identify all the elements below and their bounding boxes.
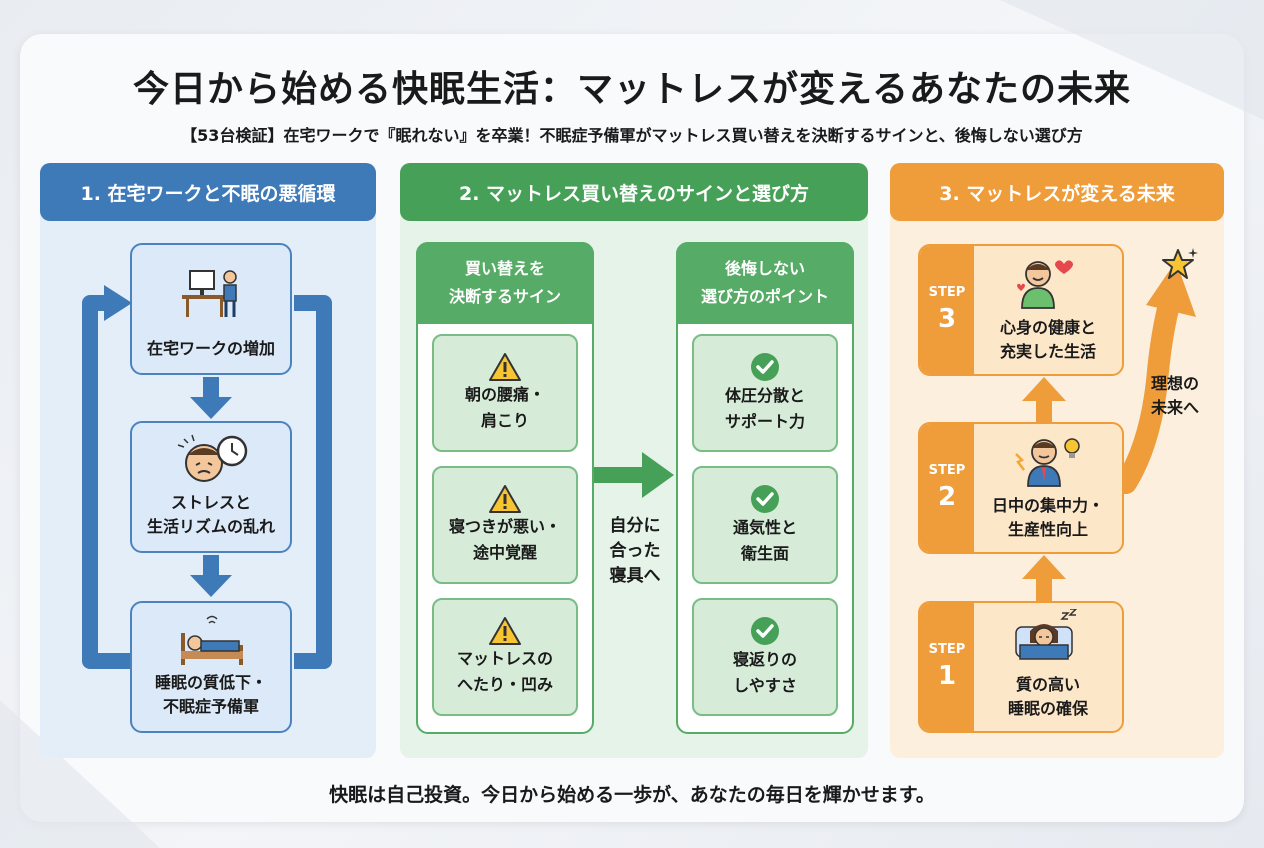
arrow-caption-line: 合った [609, 541, 661, 561]
step-label: STEP [928, 285, 966, 300]
sign-text: マットレスの [456, 649, 553, 668]
step-2-box: STEP 2 日中の集中力・ 生産性向上 [918, 422, 1124, 554]
check-icon [751, 485, 779, 513]
sleeping-woman-icon [1015, 609, 1078, 660]
step-text: 日中の集中力・ 生産性向上 [974, 494, 1122, 542]
cycle-box-remote-work: 在宅ワークの増加 [130, 243, 292, 375]
desk-worker-icon [182, 270, 237, 317]
page-subtitle: 【53台検証】在宅ワークで『眠れない』を卒業！不眠症予備軍がマットレス買い替えを… [181, 126, 1083, 145]
sign-text: 寝つきが悪い・ [448, 517, 561, 536]
signs-heading-line2: 決断するサイン [448, 287, 561, 306]
sign-text: へたり・凹み [456, 675, 553, 694]
future-label: 理想の 未来へ [1140, 372, 1210, 420]
sign-text: 途中覚醒 [472, 543, 537, 562]
step-text: 心身の健康と 充実した生活 [974, 316, 1122, 364]
step-tag: STEP 2 [920, 424, 974, 552]
step-1-box: STEP 1 質の高い 睡眠の確保 [918, 601, 1124, 733]
step-text-line: 睡眠の確保 [1007, 699, 1088, 718]
cycle-box-text: ストレスと [170, 493, 251, 512]
point-text: 体圧分散と [724, 386, 805, 405]
points-heading-line1: 後悔しない [724, 259, 805, 278]
stressed-face-clock-icon [177, 434, 248, 482]
signs-panel: 買い替えを 決断するサイン 朝の腰痛・ 肩こり 寝つきが悪い・ 途中覚醒 マット… [416, 242, 594, 734]
points-panel: 後悔しない 選び方のポイント 体圧分散と サポート力 通気性と 衛生面 寝返りの… [676, 242, 854, 734]
signs-heading-line1: 買い替えを [464, 259, 545, 278]
step-text-line: 質の高い [1015, 675, 1080, 694]
point-item: 体圧分散と サポート力 [692, 334, 838, 452]
star-icon [1162, 248, 1198, 279]
step-text-line: 日中の集中力・ [991, 496, 1104, 515]
point-text: 衛生面 [740, 544, 789, 563]
check-icon [751, 353, 779, 381]
warning-icon [489, 617, 521, 645]
future-label-line: 理想の [1150, 374, 1199, 393]
signs-panel-heading: 買い替えを 決断するサイン [416, 242, 594, 324]
step-number: 3 [937, 304, 957, 334]
cycle-box-text: 生活リズムの乱れ [146, 517, 275, 536]
happy-person-heart-icon [1017, 260, 1073, 309]
step-number: 2 [937, 482, 957, 512]
cycle-box-stress: ストレスと 生活リズムの乱れ [130, 421, 292, 553]
arrow-caption-line: 寝具へ [609, 566, 661, 586]
sleeping-in-bed-icon [181, 615, 243, 665]
focused-worker-bulb-icon [1015, 438, 1080, 487]
cycle-box-text: 不眠症予備軍 [162, 697, 259, 716]
right-arrow-icon [594, 452, 674, 498]
points-heading-line2: 選び方のポイント [700, 287, 829, 306]
point-text: しやすさ [733, 676, 797, 695]
cycle-box-text: 睡眠の質低下・ [154, 673, 267, 692]
step-tag: STEP 3 [920, 246, 974, 374]
sign-item: マットレスの へたり・凹み [432, 598, 578, 716]
point-item: 通気性と 衛生面 [692, 466, 838, 584]
step-text-line: 充実した生活 [999, 342, 1096, 361]
arrow-caption-line: 自分に [609, 516, 661, 536]
point-text: 寝返りの [732, 650, 797, 669]
step-text: 質の高い 睡眠の確保 [974, 673, 1122, 721]
step-3-box: STEP 3 心身の健康と 充実した生活 [918, 244, 1124, 376]
arrow-caption: 自分に 合った 寝具へ [594, 514, 676, 589]
future-label-line: 未来へ [1150, 398, 1199, 417]
point-text: 通気性と [732, 518, 797, 537]
points-panel-heading: 後悔しない 選び方のポイント [676, 242, 854, 324]
footer-message: 快眠は自己投資。今日から始める一歩が、あなたの毎日を輝かせます。 [329, 784, 935, 806]
page-title: 今日から始める快眠生活：マットレスが変えるあなたの未来 [133, 69, 1131, 110]
cycle-box-sleep-quality: 睡眠の質低下・ 不眠症予備軍 [130, 601, 292, 733]
step-text-line: 生産性向上 [1007, 520, 1088, 539]
step-label: STEP [928, 463, 966, 478]
sign-item: 朝の腰痛・ 肩こり [432, 334, 578, 452]
cycle-box-text: 在宅ワークの増加 [146, 339, 275, 358]
sign-item: 寝つきが悪い・ 途中覚醒 [432, 466, 578, 584]
section3-heading: 3. マットレスが変える未来 [890, 163, 1224, 221]
step-text-line: 心身の健康と [999, 318, 1096, 337]
section2-heading: 2. マットレス買い替えのサインと選び方 [400, 163, 868, 221]
step-tag: STEP 1 [920, 603, 974, 731]
step-number: 1 [937, 661, 957, 691]
check-icon [751, 617, 779, 645]
point-item: 寝返りの しやすさ [692, 598, 838, 716]
point-text: サポート力 [724, 412, 805, 431]
sign-text: 肩こり [480, 411, 529, 430]
cycle-arrows [82, 285, 332, 669]
sign-text: 朝の腰痛・ [464, 385, 545, 404]
warning-icon [489, 485, 521, 513]
step-label: STEP [928, 642, 966, 657]
future-arrows [1022, 261, 1196, 601]
warning-icon [489, 353, 521, 381]
section1-heading: 1. 在宅ワークと不眠の悪循環 [40, 163, 376, 221]
